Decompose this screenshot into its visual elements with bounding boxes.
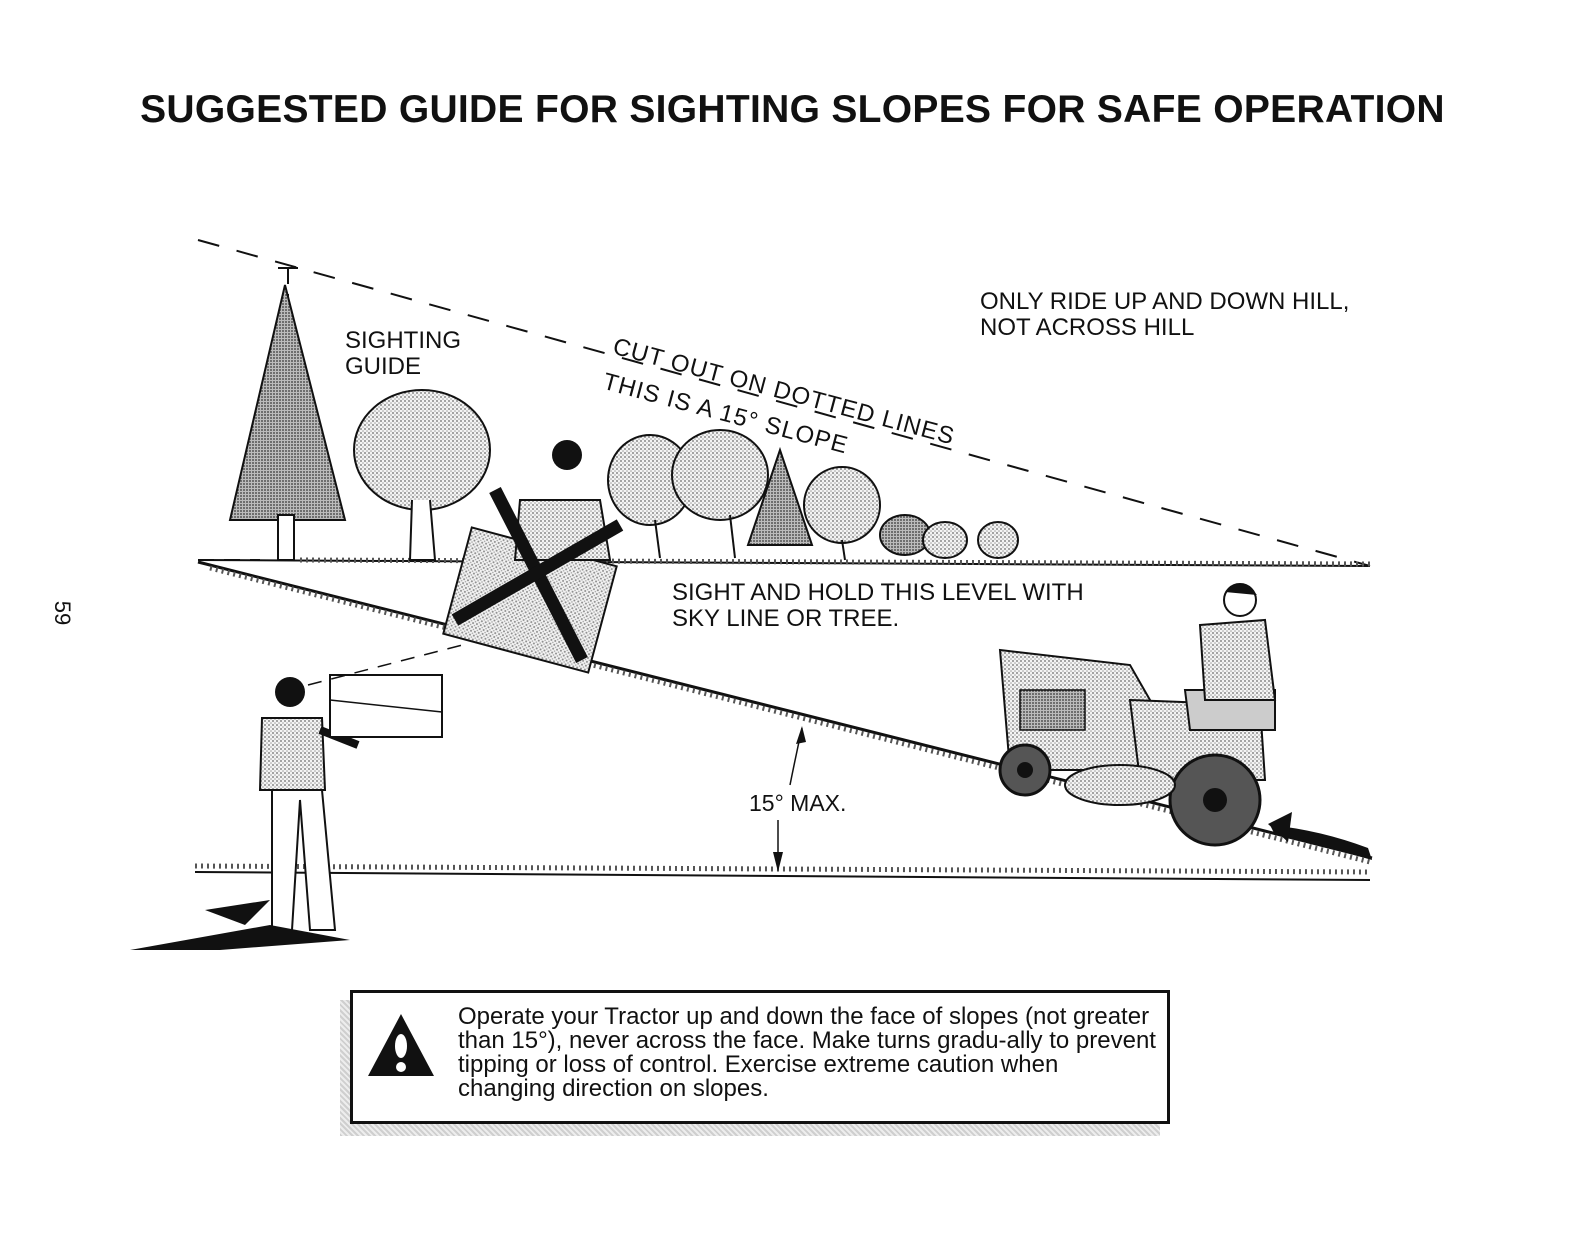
sighting-guide-label: SIGHTING GUIDE (345, 327, 462, 380)
correct-tractor-icon (998, 583, 1372, 860)
page-title: SUGGESTED GUIDE FOR SIGHTING SLOPES FOR … (140, 88, 1445, 131)
warning-triangle-icon (368, 1014, 434, 1076)
ground-line (194, 871, 1371, 881)
horizon-line (197, 559, 1371, 567)
pine-tree-icon (228, 284, 347, 561)
person-sighting-icon (130, 642, 471, 950)
sighting-dashed-line (197, 239, 1371, 567)
angle-arrow-icon (773, 726, 806, 872)
ride-direction-note: ONLY RIDE UP AND DOWN HILL, NOT ACROSS H… (980, 288, 1350, 341)
tree-cluster-icon (607, 429, 1019, 561)
sight-hold-note: SIGHT AND HOLD THIS LEVEL WITH SKY LINE … (672, 579, 1084, 632)
warning-box (350, 990, 1170, 1124)
max-angle-label: 15° MAX. (749, 790, 847, 816)
wrong-tractor-icon (442, 440, 624, 674)
warning-text: Operate your Tractor up and down the fac… (458, 1003, 1156, 1102)
tree-icon (353, 389, 491, 561)
